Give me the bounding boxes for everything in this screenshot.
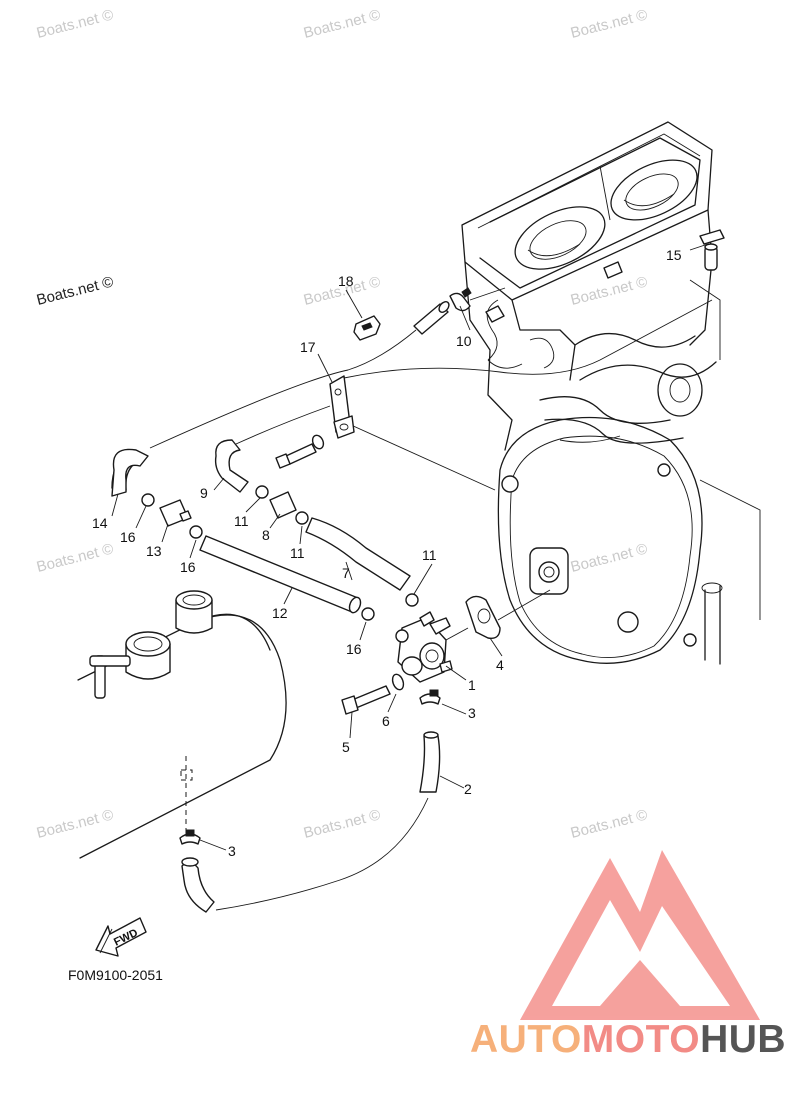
callout-14: 14: [92, 515, 108, 531]
callout-3: 3: [228, 843, 236, 859]
watermark: Boats.net ©: [569, 6, 649, 42]
watermark: Boats.net ©: [569, 540, 649, 576]
small-parts: [141, 315, 501, 845]
callout-2: 2: [464, 781, 472, 797]
watermark: Boats.net ©: [35, 6, 115, 42]
callout-3: 3: [468, 705, 476, 721]
fuel-tank: [77, 590, 287, 859]
callout-11: 11: [422, 547, 437, 563]
automotohub-logo-mark: [520, 850, 760, 1020]
callout-16: 16: [346, 641, 362, 657]
callout-5: 5: [342, 739, 350, 755]
automotohub-logo: AUTOMOTOHUB: [470, 1018, 800, 1068]
watermark: Boats.net ©: [35, 806, 115, 842]
callout-9: 9: [200, 485, 208, 501]
hoses: [111, 287, 713, 913]
logo-part-moto: MOTO: [581, 1018, 701, 1061]
callout-16: 16: [180, 559, 196, 575]
watermark: Boats.net ©: [302, 6, 382, 42]
callout-6: 6: [382, 713, 390, 729]
callout-15: 15: [666, 247, 682, 263]
logo-part-auto: AUTO: [470, 1018, 582, 1061]
callout-18: 18: [338, 273, 354, 289]
callout-labels: 18 17 10 15 14 16 13 16 9 11 8 11 7 12 1…: [92, 247, 682, 859]
callout-4: 4: [496, 657, 504, 673]
callout-16: 16: [120, 529, 136, 545]
callout-13: 13: [146, 543, 162, 559]
logo-part-hub: HUB: [700, 1018, 787, 1061]
crankcase-cover: [497, 416, 761, 665]
watermark: Boats.net ©: [569, 806, 649, 842]
callout-12: 12: [272, 605, 288, 621]
diagram-code: F0M9100-2051: [68, 967, 163, 983]
watermark: Boats.net ©: [35, 273, 115, 309]
callout-8: 8: [262, 527, 270, 543]
callout-17: 17: [300, 339, 316, 355]
engine-block: [413, 121, 725, 451]
leader-lines: [111, 243, 709, 851]
callout-11: 11: [234, 513, 249, 529]
callout-10: 10: [456, 333, 472, 349]
watermark: Boats.net ©: [35, 540, 115, 576]
fwd-arrow: FWD: [95, 917, 147, 957]
watermark: Boats.net ©: [569, 273, 649, 309]
watermark: Boats.net ©: [302, 806, 382, 842]
callout-1: 1: [468, 677, 476, 693]
callout-7: 7: [342, 565, 350, 581]
callout-11: 11: [290, 545, 305, 561]
